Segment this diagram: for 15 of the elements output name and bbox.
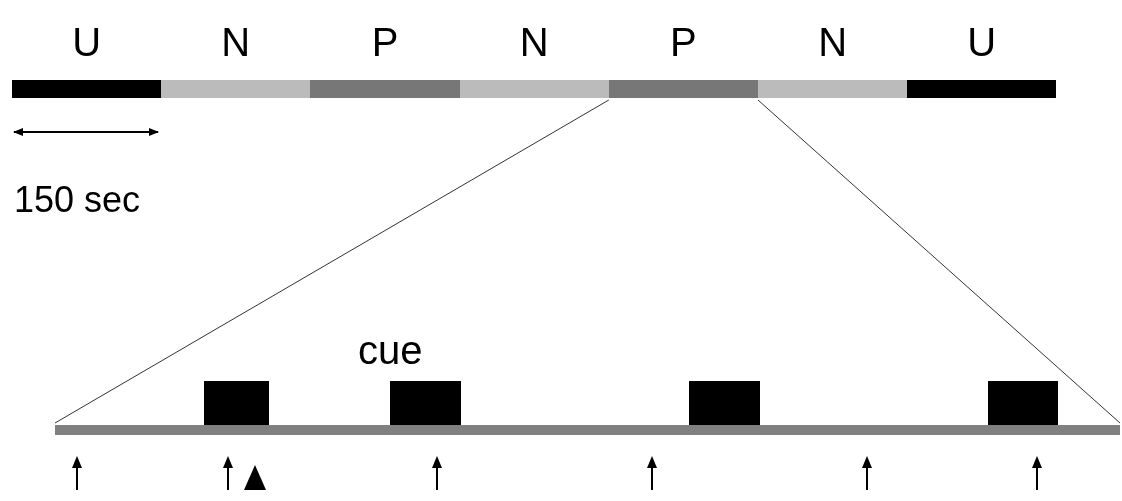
condition-label: U — [967, 22, 997, 62]
timeline-bar — [55, 425, 1120, 435]
condition-label: N — [221, 22, 251, 62]
zoom-line — [54, 99, 610, 424]
condition-label: P — [670, 22, 697, 62]
zoom-line — [757, 99, 1121, 424]
cue-block — [204, 381, 269, 425]
condition-label: U — [72, 22, 102, 62]
cue-block — [988, 381, 1058, 425]
duration-label: 150 sec — [14, 180, 141, 220]
condition-label: N — [818, 22, 848, 62]
condition-label: N — [519, 22, 549, 62]
cue-block — [689, 381, 760, 425]
condition-label: P — [371, 22, 399, 62]
cue-label: cue — [358, 330, 423, 370]
